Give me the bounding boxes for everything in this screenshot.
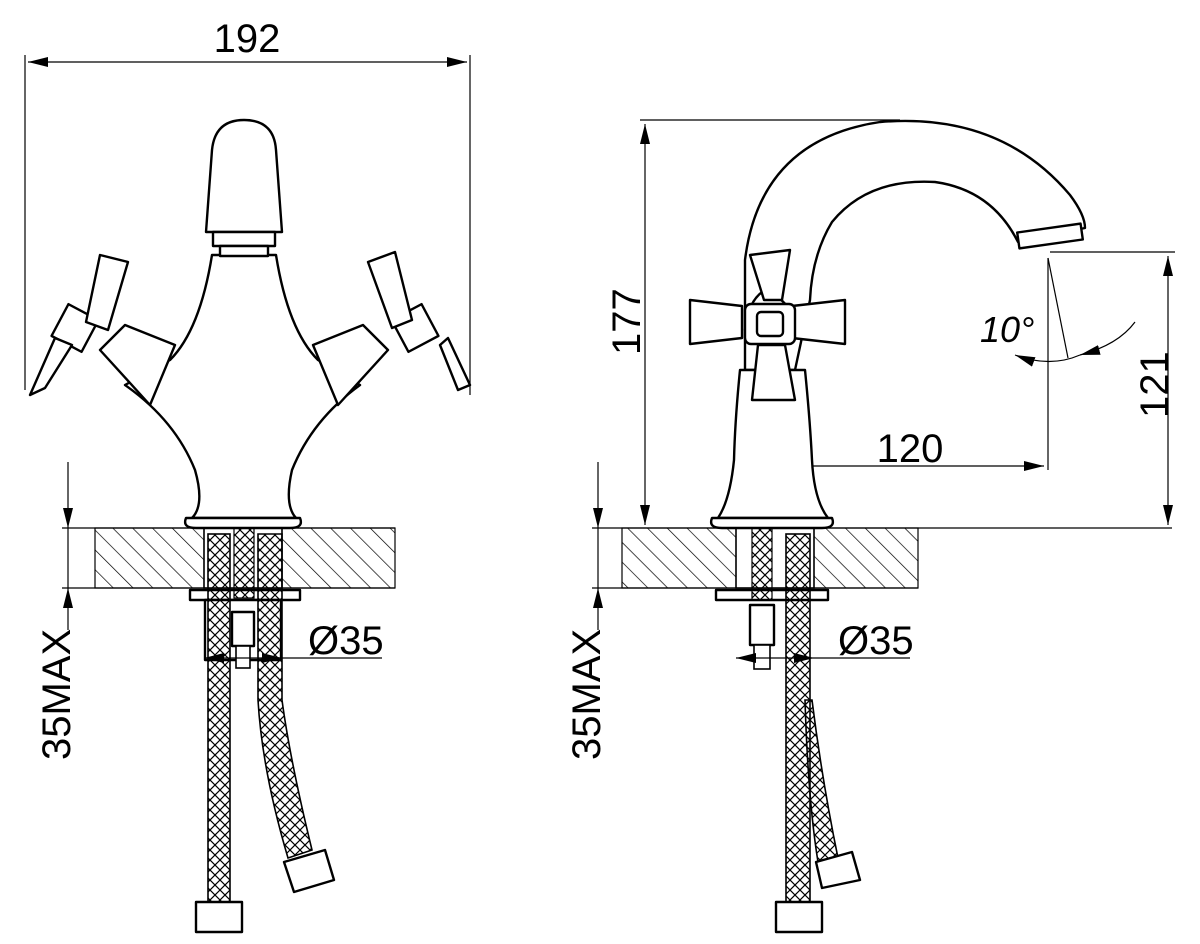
front-diameter-label: Ø35 [308, 619, 384, 663]
side-faucet-body [688, 119, 1087, 530]
side-spout-height-label: 121 [1133, 351, 1177, 418]
side-angle-dimension: 10° [980, 257, 1136, 367]
side-reach-dimension: 120 [771, 258, 1049, 520]
side-height-label: 177 [605, 288, 649, 355]
front-width-dimension: 192 [24, 17, 471, 395]
side-diameter-dimension: Ø35 [736, 619, 914, 663]
front-mount-label: 35MAX [35, 629, 79, 760]
front-faucet-body [28, 118, 472, 530]
side-spout-height-dimension: 121 [1050, 251, 1177, 525]
side-angle-label: 10° [980, 309, 1034, 350]
front-view: 192 35MAX [24, 17, 472, 934]
side-countertop [592, 527, 1172, 589]
side-reach-label: 120 [877, 427, 944, 471]
side-mount-label: 35MAX [565, 629, 609, 760]
side-mount-dimension: 35MAX [565, 462, 609, 760]
front-mount-dimension: 35MAX [35, 462, 79, 760]
side-diameter-label: Ø35 [838, 619, 914, 663]
front-width-label: 192 [214, 17, 281, 61]
front-diameter-dimension: Ø35 [204, 619, 384, 663]
side-view: 35MAX 177 121 120 10° [565, 119, 1177, 934]
side-height-dimension: 177 [605, 119, 900, 525]
